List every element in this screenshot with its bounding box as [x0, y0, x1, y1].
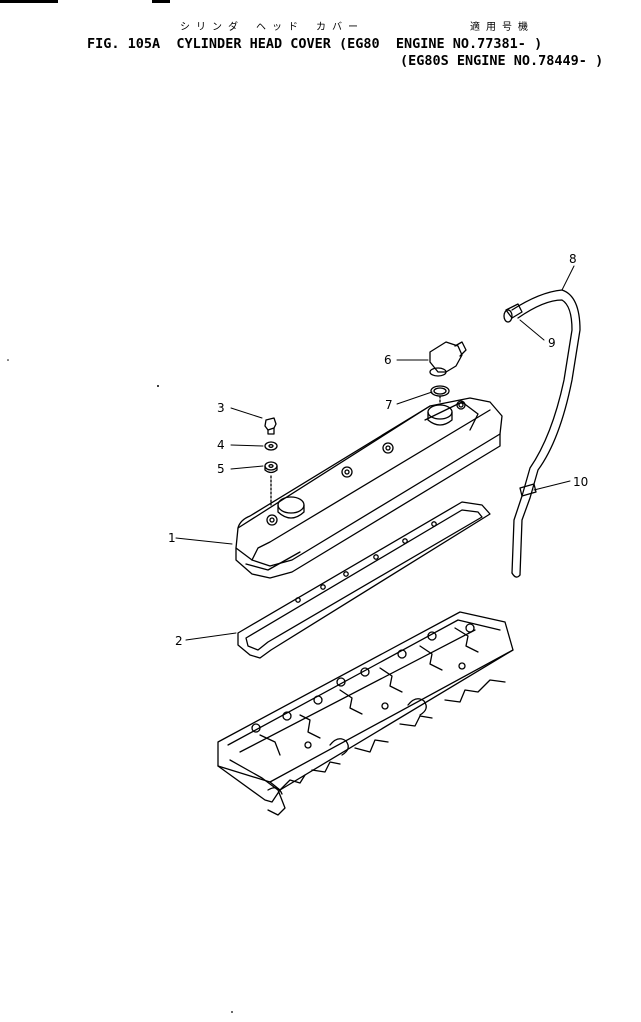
applicability-japanese: 適用号機 — [470, 22, 534, 33]
callout-2: 2 — [175, 634, 183, 648]
applicability-1: (EG80 ENGINE NO.77381- ) — [339, 36, 543, 52]
callout-5: 5 — [217, 462, 225, 476]
callout-6: 6 — [384, 353, 392, 367]
callout-3: 3 — [217, 401, 225, 415]
dust-specks — [7, 359, 233, 1013]
gasket-drawing — [237, 501, 491, 659]
callout-1: 1 — [168, 531, 176, 545]
callout-8: 8 — [569, 252, 577, 266]
cylinder-head-block-drawing — [217, 611, 514, 816]
callout-4: 4 — [217, 438, 225, 452]
figure-title: CYLINDER HEAD COVER — [176, 36, 331, 52]
title-japanese: シリンダ ヘッド カバー — [180, 22, 365, 33]
callout-7: 7 — [385, 398, 393, 412]
callout-9: 9 — [548, 336, 556, 350]
figure-title-line: FIG. 105A CYLINDER HEAD COVER (EG80 ENGI… — [87, 36, 542, 52]
callout-10: 10 — [573, 475, 588, 489]
fastener-stack-drawing — [264, 417, 278, 506]
breather-hose-drawing — [503, 289, 581, 578]
head-cover-drawing — [235, 397, 503, 579]
breather-elbow-drawing — [429, 341, 467, 405]
scan-edge-mark-right — [152, 0, 170, 3]
scan-edge-mark-left — [0, 0, 58, 3]
callout-labels: 1 2 3 4 5 6 7 8 9 10 — [168, 252, 588, 648]
leader-lines — [175, 265, 575, 641]
applicability-line-2: (EG80S ENGINE NO.78449- ) — [400, 53, 604, 69]
figure-label: FIG. 105A — [87, 36, 161, 52]
